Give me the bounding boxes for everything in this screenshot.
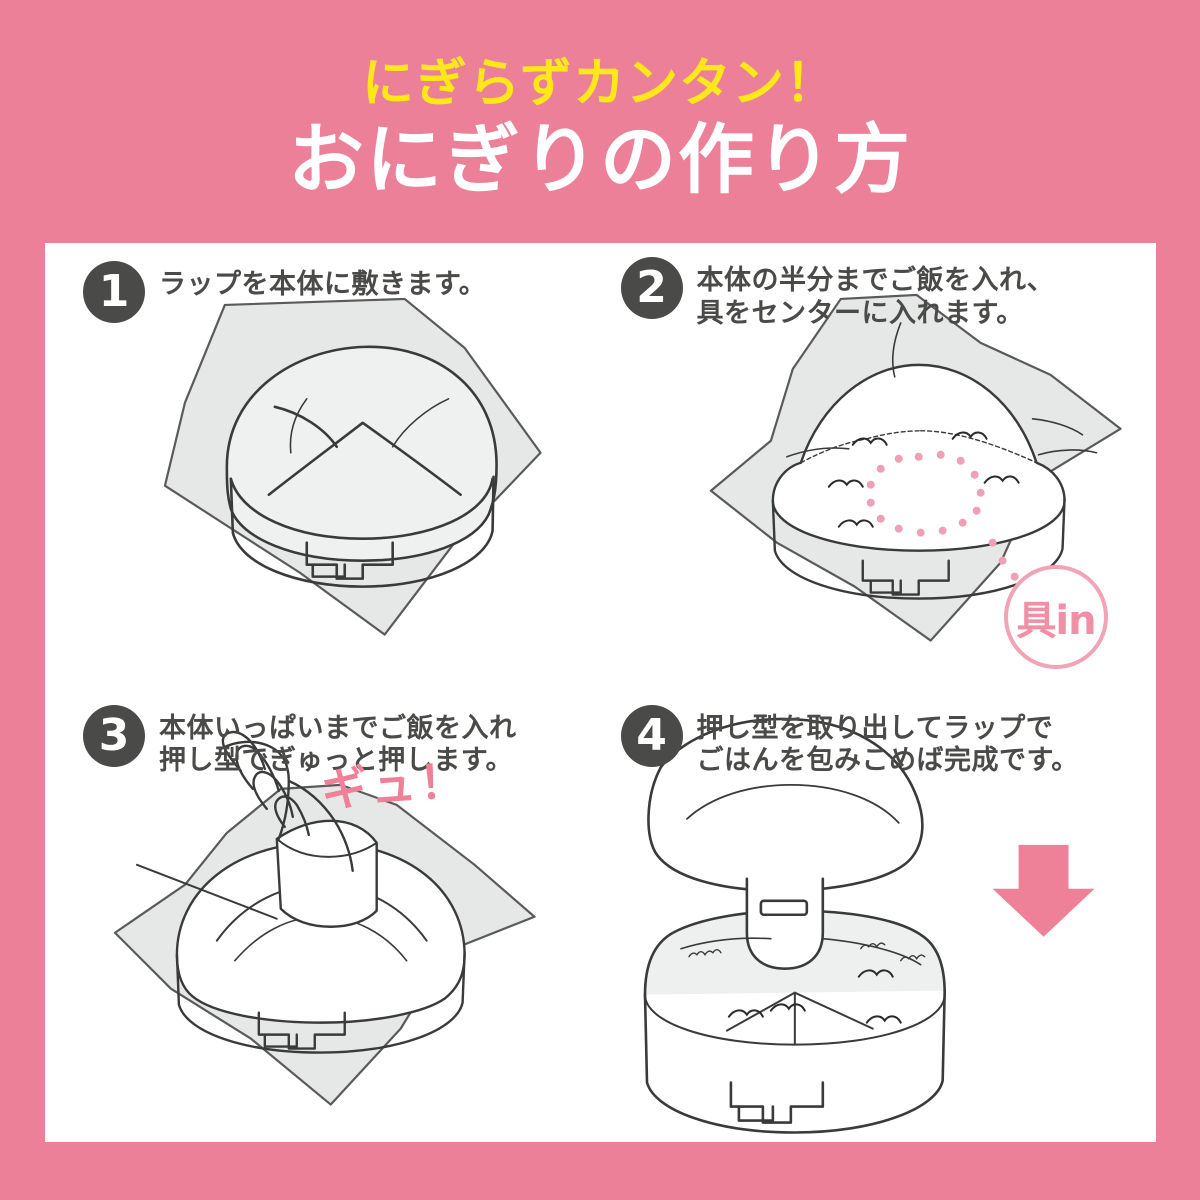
- step-1-illustration: [45, 243, 601, 693]
- press-sound-annotation: ギュ！: [319, 752, 470, 817]
- step-4-illustration: [601, 693, 1157, 1143]
- step-2-text: 本体の半分までご飯を入れ、 具をセンターに入れます。: [696, 265, 1055, 329]
- steps-grid: 1 ラップを本体に敷きます。: [45, 243, 1156, 1142]
- header-banner: にぎらずカンタン！ おにぎりの作り方: [0, 0, 1200, 243]
- step-1: 1 ラップを本体に敷きます。: [45, 243, 601, 693]
- subtitle: にぎらずカンタン！: [362, 54, 838, 114]
- page-title: おにぎりの作り方: [288, 115, 912, 204]
- step-1-text: ラップを本体に敷きます。: [159, 269, 487, 300]
- step-3-illustration: [45, 693, 601, 1143]
- step-3: 3 本体いっぱいまでご飯を入れ 押し型でぎゅっと押します。 ギュ！: [45, 693, 601, 1143]
- step-3-text: 本体いっぱいまでご飯を入れ 押し型でぎゅっと押します。: [159, 712, 517, 777]
- step-4-header: 4 押し型を取り出してラップで ごはんを包みこめば完成です。: [620, 704, 1079, 779]
- step-2-number: 2: [620, 257, 683, 319]
- step-4: 4 押し型を取り出してラップで ごはんを包みこめば完成です。: [601, 693, 1157, 1143]
- step-2-header: 2 本体の半分までご飯を入れ、 具をセンターに入れます。: [620, 257, 1055, 331]
- step-1-number: 1: [83, 261, 145, 323]
- step-3-header: 3 本体いっぱいまでご飯を入れ 押し型でぎゅっと押します。: [83, 704, 517, 779]
- step-2-illustration: [601, 243, 1157, 693]
- step-1-header: 1 ラップを本体に敷きます。: [83, 261, 486, 323]
- filling-in-badge: 具in: [1004, 564, 1108, 669]
- step-3-number: 3: [83, 704, 145, 767]
- instructions-panel: 1 ラップを本体に敷きます。: [45, 243, 1156, 1142]
- step-4-text: 押し型を取り出してラップで ごはんを包みこめば完成です。: [696, 712, 1079, 777]
- step-2: 2 本体の半分までご飯を入れ、 具をセンターに入れます。 具in: [601, 243, 1157, 693]
- down-arrow-icon: [992, 844, 1095, 937]
- step-4-number: 4: [620, 704, 683, 767]
